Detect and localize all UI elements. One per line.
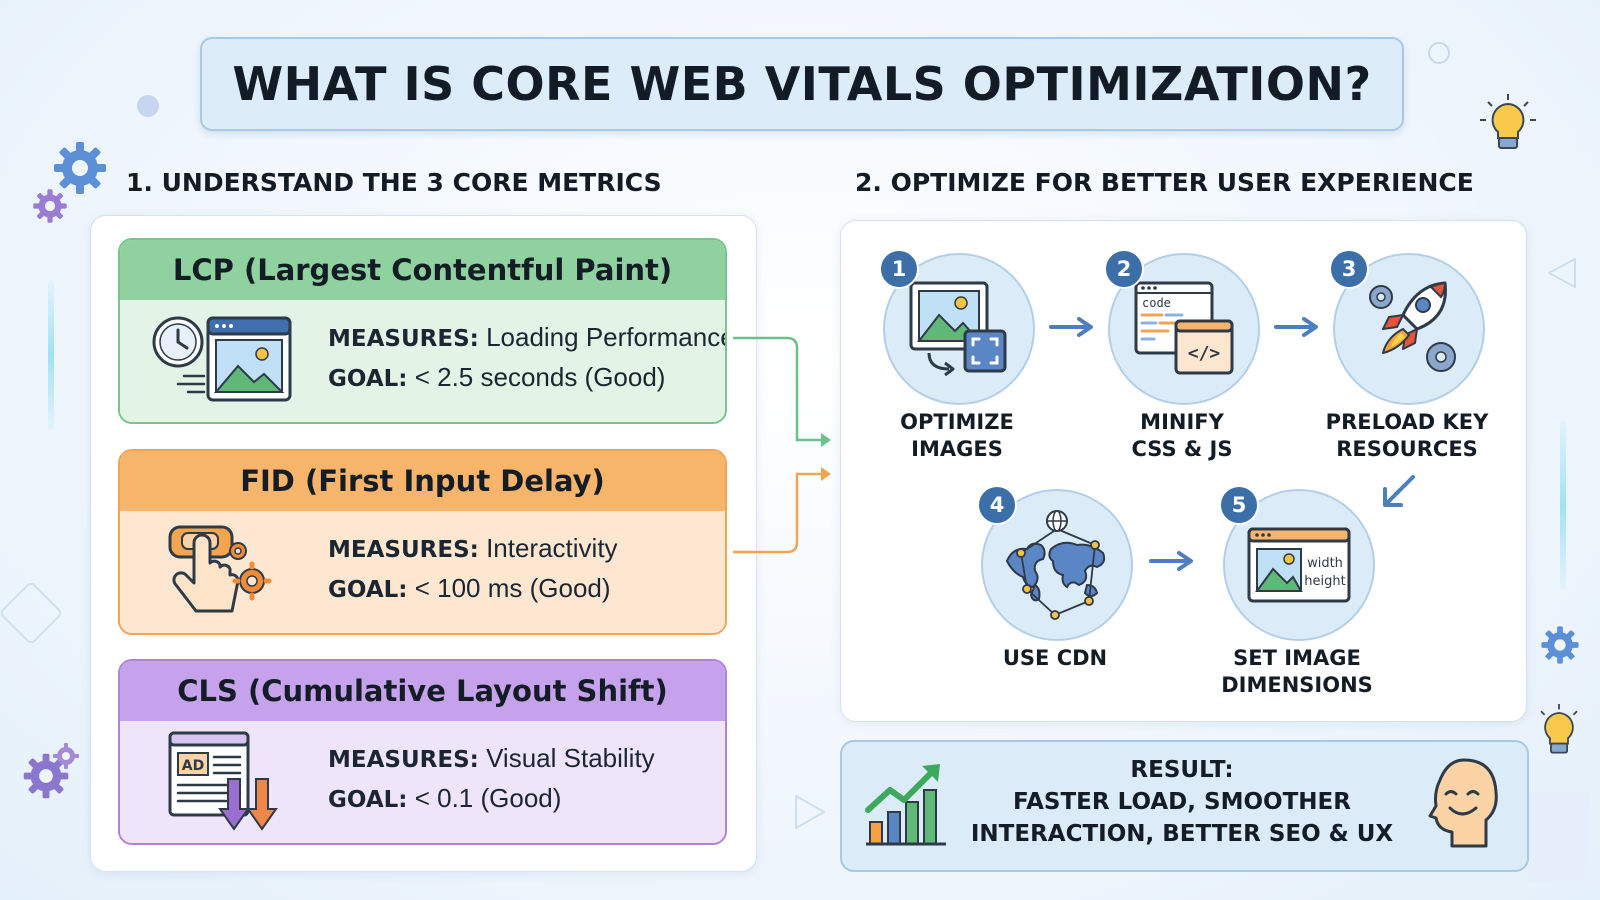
metric-title: FID (First Input Delay) (120, 451, 725, 511)
decor-glow (1560, 420, 1566, 590)
hand-click-icon (168, 525, 272, 613)
step-label: USE CDN (1002, 646, 1108, 670)
step-number: 1 (879, 249, 919, 289)
step-circle (1333, 253, 1485, 405)
image-dimensions-icon: width height (1247, 527, 1351, 603)
svg-text:AD: AD (182, 758, 204, 774)
result-text: RESULT: FASTER LOAD, SMOOTHER INTERACTIO… (942, 754, 1422, 850)
metric-body: MEASURES: Interactivity GOAL: < 100 ms (… (120, 511, 725, 633)
clock-image-icon (152, 316, 292, 402)
gear-icon (33, 189, 67, 223)
decor-diamond (0, 580, 64, 646)
step-circle: width height (1223, 489, 1375, 641)
decor-dot (137, 95, 159, 117)
metric-measures: MEASURES: Interactivity (328, 533, 618, 563)
svg-text:height: height (1304, 574, 1345, 589)
metric-measures: MEASURES: Visual Stability (328, 743, 655, 773)
rocket-icon (1369, 281, 1456, 372)
result-line: FASTER LOAD, SMOOTHER (1013, 789, 1351, 815)
metric-goal: GOAL: < 100 ms (Good) (328, 573, 611, 603)
arrow-down-left-icon (1383, 475, 1415, 507)
metric-card-lcp: LCP (Largest Contentful Paint) MEASURES:… (118, 238, 727, 424)
result-box: RESULT: FASTER LOAD, SMOOTHER INTERACTIO… (840, 740, 1529, 872)
decor-ring (1428, 42, 1450, 64)
gear-icon (53, 743, 79, 769)
result-line: INTERACTION, BETTER SEO & UX (970, 821, 1394, 847)
metric-title: LCP (Largest Contentful Paint) (120, 240, 725, 300)
step-number: 4 (977, 485, 1017, 525)
globe-network-icon (1005, 510, 1106, 620)
arrow-right-icon (1274, 317, 1318, 337)
happy-face-icon (1428, 758, 1498, 848)
metric-measures: MEASURES: Loading Performance (328, 322, 727, 352)
result-label: RESULT: (1130, 757, 1234, 783)
image-resize-icon (909, 281, 1007, 377)
lightbulb-icon (1540, 704, 1578, 754)
metrics-section-heading: 1. UNDERSTAND THE 3 CORE METRICS (126, 168, 662, 197)
ad-layout-shift-icon: AD (168, 731, 278, 831)
metrics-panel: LCP (Largest Contentful Paint) MEASURES:… (90, 215, 757, 872)
decor-triangle (795, 795, 825, 829)
metric-title: CLS (Cumulative Layout Shift) (120, 661, 725, 721)
metric-body: MEASURES: Loading Performance GOAL: < 2.… (120, 300, 725, 422)
svg-text:</>: </> (1188, 343, 1221, 364)
metric-body: AD MEASURES: Visual Stability GOAL: < 0.… (120, 721, 725, 843)
arrow-right-icon (1149, 551, 1193, 571)
metric-goal: GOAL: < 0.1 (Good) (328, 783, 562, 813)
growth-chart-icon (865, 764, 946, 846)
metric-card-cls: CLS (Cumulative Layout Shift) AD MEASURE… (118, 659, 727, 845)
connector-arrows (733, 336, 831, 554)
gear-icon (54, 142, 106, 194)
step-number: 3 (1329, 249, 1369, 289)
code-window-icon: code </> (1134, 281, 1234, 375)
title-banner: WHAT IS CORE WEB VITALS OPTIMIZATION? (200, 37, 1404, 131)
svg-text:code: code (1142, 296, 1171, 310)
metric-card-fid: FID (First Input Delay) MEASURES: Intera… (118, 449, 727, 635)
lightbulb-icon (1480, 94, 1536, 149)
page-title: WHAT IS CORE WEB VITALS OPTIMIZATION? (232, 57, 1372, 111)
metric-goal: GOAL: < 2.5 seconds (Good) (328, 362, 666, 392)
decor-triangle (1548, 258, 1576, 288)
step-number: 2 (1104, 249, 1144, 289)
decor-glow (48, 280, 54, 430)
svg-text:width: width (1307, 556, 1343, 571)
arrow-right-icon (1049, 317, 1093, 337)
gear-icon (1541, 626, 1579, 664)
gear-icon (23, 753, 69, 799)
decor-square (1528, 792, 1590, 882)
step-number: 5 (1219, 485, 1259, 525)
optimize-section-heading: 2. OPTIMIZE FOR BETTER USER EXPERIENCE (855, 168, 1474, 197)
